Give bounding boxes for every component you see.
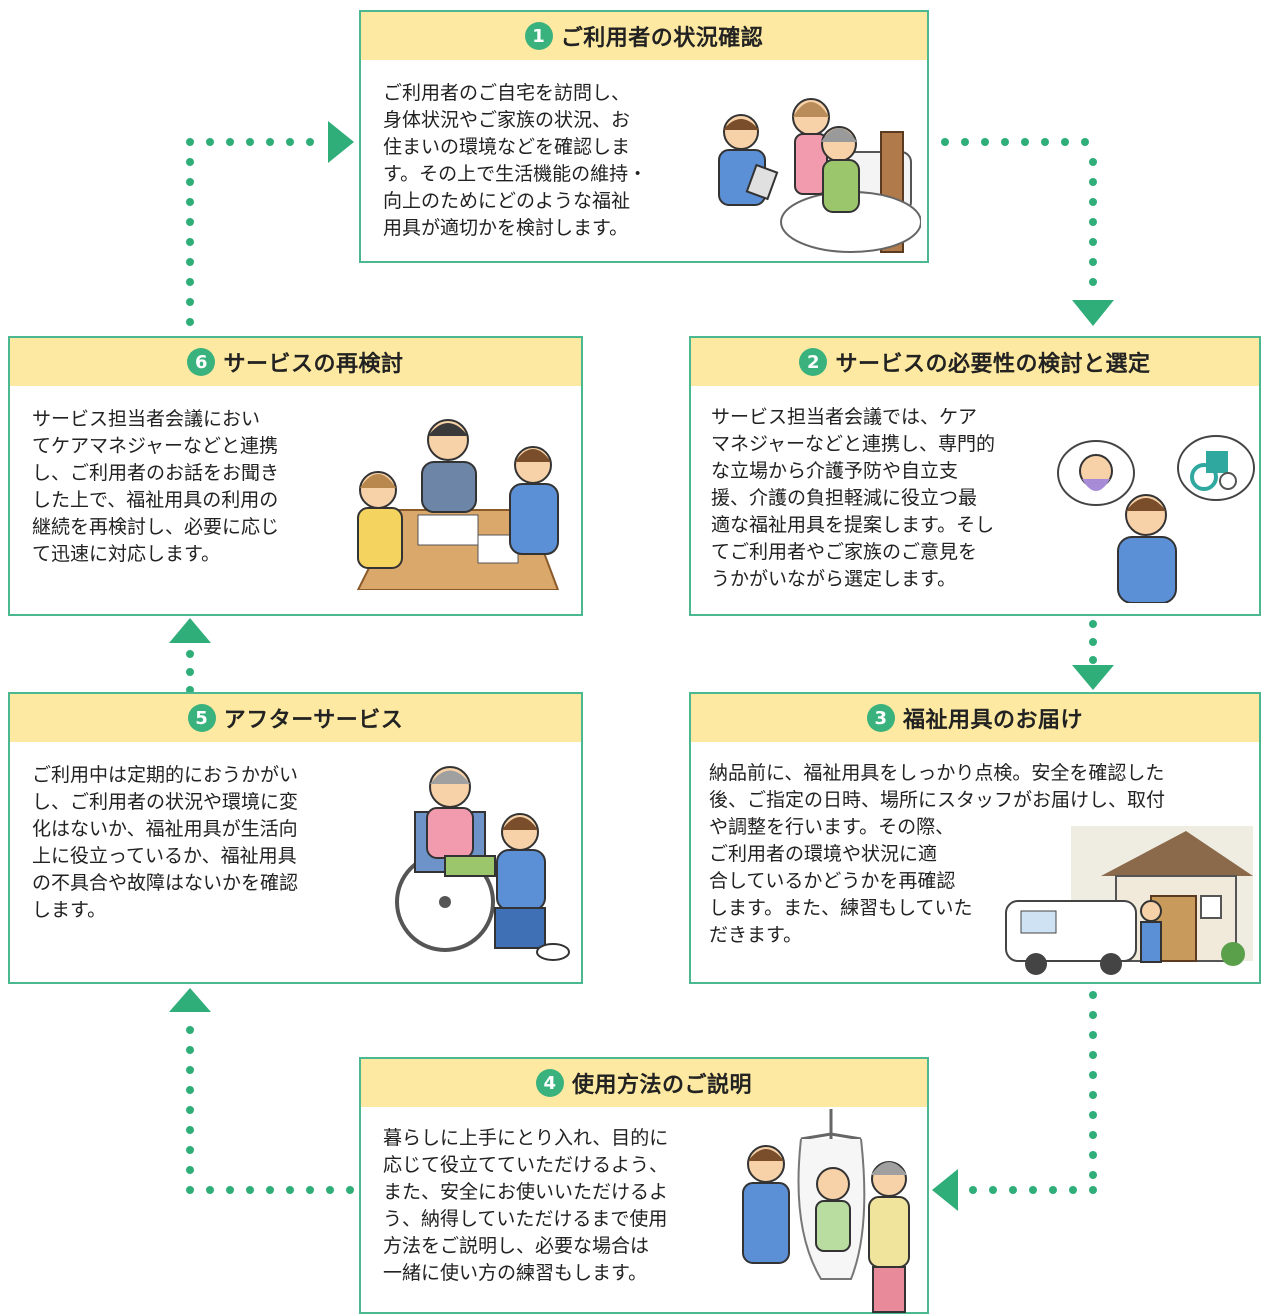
step-number-badge: 3 bbox=[866, 704, 895, 732]
step-2-title: サービスの必要性の検討と選定 bbox=[835, 352, 1151, 377]
step-number-badge: 6 bbox=[187, 348, 216, 376]
after-service-illustration bbox=[395, 766, 570, 961]
step-1-card: 1 ご利用者の状況確認 ご利用者のご自宅を訪問し、 身体状況やご家族の状況、お … bbox=[359, 10, 929, 263]
step-5-text: ご利用中は定期的におうかがい し、ご利用者の状況や環境に変 化はないか、福祉用具… bbox=[32, 764, 299, 921]
step-5-title: アフターサービス bbox=[223, 708, 404, 733]
arrow-down-icon bbox=[1072, 665, 1114, 690]
arrow-left-icon bbox=[932, 1169, 958, 1211]
meeting-illustration bbox=[356, 419, 560, 590]
step-4-header: 4 使用方法のご説明 bbox=[361, 1059, 927, 1107]
arrow-right-icon bbox=[328, 121, 354, 163]
step-number-badge: 4 bbox=[535, 1069, 564, 1097]
step-number-badge: 5 bbox=[187, 704, 216, 732]
step-6-title: サービスの再検討 bbox=[223, 352, 404, 377]
connector-1-to-2 bbox=[941, 138, 1114, 326]
connector-3-to-4 bbox=[932, 991, 1097, 1211]
step-3-text-top: 納品前に、福祉用具をしっかり点検。安全を確認した 後、ご指定の日時、場所にスタッ… bbox=[709, 762, 1166, 811]
step-number-badge: 1 bbox=[524, 22, 553, 50]
connector-2-to-3 bbox=[1072, 620, 1114, 690]
lift-explanation-illustration bbox=[742, 1109, 910, 1313]
step-5-card: 5 アフターサービス ご利用中は定期的におうかがい し、ご利用者の状況や環境に変… bbox=[8, 692, 583, 984]
arrow-down-icon bbox=[1072, 300, 1114, 326]
home-visit-illustration bbox=[718, 98, 921, 253]
step-1-header: 1 ご利用者の状況確認 bbox=[361, 12, 927, 60]
delivery-illustration bbox=[1005, 826, 1253, 975]
step-4-text: 暮らしに上手にとり入れ、目的に 応じて役立てていただけるよう、 また、安全にお使… bbox=[383, 1127, 669, 1284]
step-3-card: 3 福祉用具のお届け 納品前に、福祉用具をしっかり点検。安全を確認した 後、ご指… bbox=[689, 692, 1261, 984]
connector-5-to-6 bbox=[169, 618, 211, 694]
connector-6-to-1 bbox=[186, 121, 354, 326]
step-2-card: 2 サービスの必要性の検討と選定 サービス担当者会議では、ケア マネジャーなどと… bbox=[689, 336, 1261, 616]
step-3-header: 3 福祉用具のお届け bbox=[691, 694, 1259, 742]
arrow-up-icon bbox=[169, 618, 211, 643]
arrow-up-icon bbox=[169, 988, 211, 1012]
step-3-title: 福祉用具のお届け bbox=[902, 708, 1083, 733]
step-4-title: 使用方法のご説明 bbox=[571, 1073, 752, 1098]
step-6-header: 6 サービスの再検討 bbox=[10, 338, 581, 386]
step-2-header: 2 サービスの必要性の検討と選定 bbox=[691, 338, 1259, 386]
step-2-text: サービス担当者会議では、ケア マネジャーなどと連携し、専門的 な立場から介護予防… bbox=[711, 406, 996, 590]
step-3-text-bottom: や調整を行います。その際、 ご利用者の環境や状況に適 合しているかどうかを再確認… bbox=[709, 816, 973, 946]
step-4-card: 4 使用方法のご説明 暮らしに上手にとり入れ、目的に 応じて役立てていただけるよ… bbox=[359, 1057, 929, 1314]
step-1-text: ご利用者のご自宅を訪問し、 身体状況やご家族の状況、お 住まいの環境などを確認し… bbox=[383, 82, 648, 239]
thinking-staff-illustration bbox=[1057, 435, 1255, 603]
step-6-text: サービス担当者会議におい てケアマネジャーなどと連携 し、ご利用者のお話をお聞き… bbox=[32, 408, 280, 565]
connector-4-to-5 bbox=[169, 988, 354, 1194]
step-5-header: 5 アフターサービス bbox=[10, 694, 581, 742]
step-number-badge: 2 bbox=[799, 348, 828, 376]
step-1-title: ご利用者の状況確認 bbox=[560, 26, 764, 51]
step-6-card: 6 サービスの再検討 サービス担当者会議におい てケアマネジャーなどと連携 し、… bbox=[8, 336, 583, 616]
